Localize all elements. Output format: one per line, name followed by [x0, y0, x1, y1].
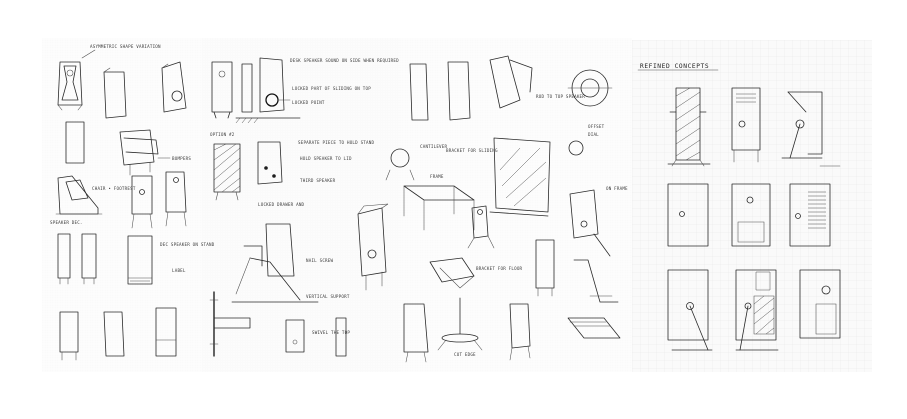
note-locked-drawer: LOCKED DRAWER AND: [258, 202, 305, 207]
note-dec-speaker: DEC SPEAKER ON STAND: [160, 242, 215, 247]
sheet-2-sketches: DESK SPEAKER SOUND ON SIDE WHEN REQUIRED…: [209, 57, 399, 357]
note-speaker: SPEAKER DEC.: [50, 220, 83, 225]
note-nail: NAIL SCREW: [306, 258, 333, 263]
sheet-1: [42, 38, 202, 372]
sheet-4-refined: REFINED CONCEPTS: [637, 63, 841, 351]
note-cut-edge: CUT EDGE: [454, 352, 476, 357]
refined-concept-1c: [781, 91, 841, 167]
note-dial: DIAL: [588, 132, 599, 137]
note-bumpers: BUMPERS: [172, 156, 191, 161]
refined-concept-2b: [731, 183, 771, 247]
sheet-2: [202, 38, 400, 372]
note-swivel: SWIVEL THE TOP: [312, 330, 350, 335]
note-separate: SEPARATE PIECE TO HOLD STAND: [298, 140, 374, 145]
sheet-3-sketches: ROD TO TOP SPEAKER CANTILEVER BRACKET FO…: [385, 55, 628, 363]
note-locked-part: LOCKED PART OF SLIDING ON TOP: [292, 86, 371, 91]
refined-concept-3b: [735, 269, 779, 351]
note-third-speaker: THIRD SPEAKER: [300, 178, 336, 183]
note-locked-point: LOCKED POINT: [292, 100, 325, 105]
note-offset: OFFSET: [588, 124, 605, 129]
sheet-4: [632, 40, 872, 372]
note-cantilever: CANTILEVER: [420, 144, 447, 149]
note-on-frame: ON FRAME: [606, 186, 628, 191]
refined-concept-1b: [731, 87, 761, 163]
refined-concept-2a: [667, 183, 709, 247]
note-vertical-support: VERTICAL SUPPORT: [306, 294, 350, 299]
refined-concept-3a: [667, 269, 713, 351]
note-desk-speaker: DESK SPEAKER SOUND ON SIDE WHEN REQUIRED: [290, 58, 399, 63]
note-label: LABEL: [172, 268, 186, 273]
note-asymmetric: ASYMMETRIC SHAPE VARIATION: [90, 44, 161, 49]
sheet-3: [400, 38, 632, 372]
note-bracket-sliding: BRACKET FOR SLIDING: [446, 148, 498, 153]
note-hold-speaker: HOLD SPEAKER TO LID: [300, 156, 352, 161]
refined-concept-1a: [667, 87, 711, 167]
note-bracket-floor: BRACKET FOR FLOOR: [476, 266, 523, 271]
note-option-2: OPTION #2: [210, 132, 235, 137]
refined-concept-3c: [799, 269, 841, 339]
note-rod: ROD TO TOP SPEAKER: [536, 94, 585, 99]
note-chair: CHAIR • FOOTREST: [92, 186, 136, 191]
sheet-1-sketches: ASYMMETRIC SHAPE VARIATION BUMPERS CHAIR…: [50, 44, 215, 361]
refined-concepts-title: REFINED CONCEPTS: [640, 63, 709, 70]
refined-concept-2c: [789, 183, 831, 247]
note-frame: FRAME: [430, 174, 444, 179]
